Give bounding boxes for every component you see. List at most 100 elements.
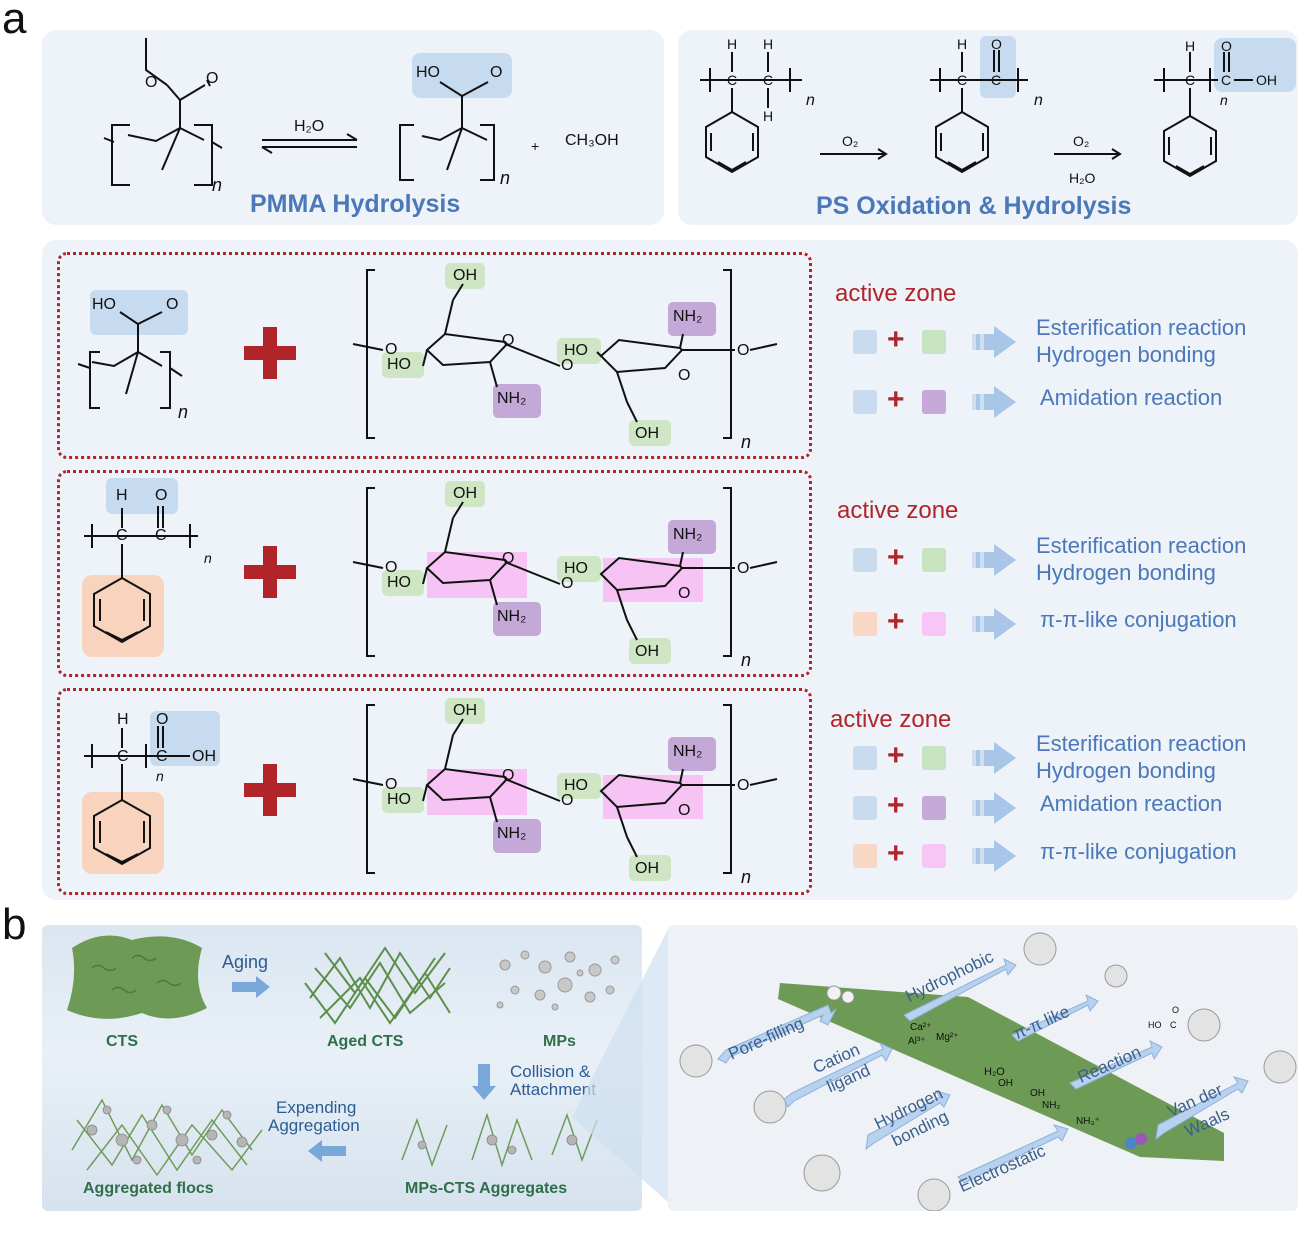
ps-o2-a: O₂ — [842, 133, 859, 149]
row2-pair1-color-a — [853, 548, 877, 572]
row-3-box — [57, 688, 812, 895]
row3-pair3-plus: + — [887, 837, 905, 870]
row2-carbonyl-highlight — [106, 478, 178, 514]
row2-h: H — [116, 487, 128, 504]
ps3-n: n — [1220, 92, 1228, 108]
row2-o-ring1: O — [502, 550, 515, 567]
zoom-cone — [572, 925, 678, 1211]
aggregated-flocs-icon — [71, 1098, 263, 1177]
collision-label: Collision & — [510, 1062, 591, 1081]
aging-label: Aging — [222, 952, 269, 972]
row2-pair1-plus: + — [887, 541, 905, 574]
row1-o-left: O — [385, 341, 398, 358]
row2-oh-bottom: OH — [635, 643, 659, 660]
pmma-n-right: n — [500, 168, 511, 188]
row3-o-left: O — [385, 776, 398, 793]
row1-n: n — [178, 402, 189, 422]
row1-oh-bottom: OH — [635, 425, 659, 442]
row3-nh2-right-highlight — [668, 737, 716, 771]
mps-cts-label: MPs-CTS Aggregates — [405, 1180, 568, 1197]
row2-ho-mid: HO — [564, 560, 588, 577]
ps3-o: O — [1221, 38, 1232, 54]
row-1-box — [57, 252, 812, 459]
row1-plus-icon — [244, 327, 296, 379]
row2-active-zone: active zone — [837, 497, 959, 524]
row3-nh2-left-highlight — [493, 819, 541, 853]
ps1-c-1: C — [727, 72, 738, 88]
row2-nh2-left-highlight — [493, 602, 541, 636]
ca-ion: Ca²⁺ — [910, 1022, 932, 1033]
pmma-o-ether: O — [145, 74, 158, 91]
row1-o-right: O — [737, 342, 750, 359]
row2-nh2-right: NH₂ — [673, 526, 703, 543]
row1-pair2-plus: + — [887, 383, 905, 416]
row1-ho-mid-highlight — [557, 338, 601, 364]
row3-oh-bottom-highlight — [629, 855, 671, 881]
row1-pair1-text-1: Esterification reaction — [1036, 315, 1247, 340]
row3-c-2: C — [156, 748, 168, 765]
row1-o-bridge: O — [561, 357, 574, 374]
row1-nh2-right: NH₂ — [673, 308, 703, 325]
row1-chitosan-n: n — [741, 432, 752, 452]
ps-h2o: H₂O — [1069, 170, 1096, 186]
ps2-n: n — [1034, 92, 1043, 109]
row3-o-bridge: O — [561, 792, 574, 809]
pmma-o-acid: O — [490, 64, 503, 81]
row1-pair2-color-a — [853, 390, 877, 414]
ps3-c-1: C — [1185, 72, 1196, 88]
ps-scheme — [700, 36, 1296, 178]
expending-label: Expending — [276, 1098, 357, 1117]
nh2-group: NH₂ — [1042, 1100, 1061, 1111]
aged-cts-label: Aged CTS — [327, 1033, 404, 1050]
row2-pair2-color-b — [922, 612, 946, 636]
ps-oxidation-box: H H C C H n O₂ H O C C n O₂ H₂O H O C C … — [678, 30, 1298, 225]
row3-pair2-color-a — [853, 796, 877, 820]
row3-ho-mid-highlight — [557, 773, 601, 799]
row3-pair2-plus: + — [887, 789, 905, 822]
row2-pair2-plus: + — [887, 605, 905, 638]
pmma-reagent: H₂O — [294, 118, 325, 135]
oh-group-2: OH — [1030, 1088, 1045, 1099]
row3-o-ring2: O — [678, 802, 691, 819]
row3-ho-mid: HO — [564, 777, 588, 794]
row2-o-bridge: O — [561, 575, 574, 592]
pmma-plus: + — [531, 138, 540, 154]
row3-pink-ring-1 — [427, 769, 527, 815]
ps-title: PS Oxidation & Hydrolysis — [816, 192, 1132, 220]
row1-pair1-color-a — [853, 330, 877, 354]
row2-nh2-right-highlight — [668, 520, 716, 554]
row1-o-ring2: O — [678, 367, 691, 384]
row2-c-2: C — [155, 527, 167, 544]
mg-ion: Mg²⁺ — [936, 1032, 959, 1043]
row3-chitosan-skeleton — [352, 704, 778, 874]
ps3-c-2: C — [1221, 72, 1232, 88]
pmma-hydrolysis-box: O O n H₂O HO O n + CH₃OH PMMA Hydrolysis — [42, 30, 664, 225]
pmma-scheme — [103, 38, 512, 186]
row2-o-left: O — [385, 559, 398, 576]
mps-label: MPs — [543, 1033, 576, 1050]
row3-o-ring1: O — [502, 767, 515, 784]
row1-pmma-structure — [77, 311, 183, 409]
row1-ho-left: HO — [387, 356, 411, 373]
row2-nh2-left: NH₂ — [497, 608, 527, 625]
ps2-c-1: C — [957, 72, 968, 88]
row2-plus-icon — [244, 546, 296, 598]
row2-pink-ring-1 — [427, 552, 527, 598]
ps3-h: H — [1185, 38, 1196, 54]
row2-pair1-arrow-icon — [972, 544, 1016, 576]
row3-pair1-color-b — [922, 746, 946, 770]
row2-oh-bottom-highlight — [629, 638, 671, 664]
nh3-group: NH₃⁺ — [1076, 1116, 1100, 1127]
row1-nh2-right-highlight — [668, 302, 716, 336]
row3-pair3-color-b — [922, 844, 946, 868]
row2-oh-top-highlight — [445, 481, 485, 507]
row1-pair2-text-1: Amidation reaction — [1040, 385, 1223, 410]
row3-pair2-arrow-icon — [972, 792, 1016, 824]
row2-pair2-color-a — [853, 612, 877, 636]
row3-pair1-arrow-icon — [972, 742, 1016, 774]
row-2-box — [57, 470, 812, 677]
row1-oh-top: OH — [453, 267, 477, 284]
ps-o2-b: O₂ — [1073, 133, 1090, 149]
row2-pair1-text-1: Esterification reaction — [1036, 533, 1247, 558]
row2-n: n — [204, 550, 212, 566]
